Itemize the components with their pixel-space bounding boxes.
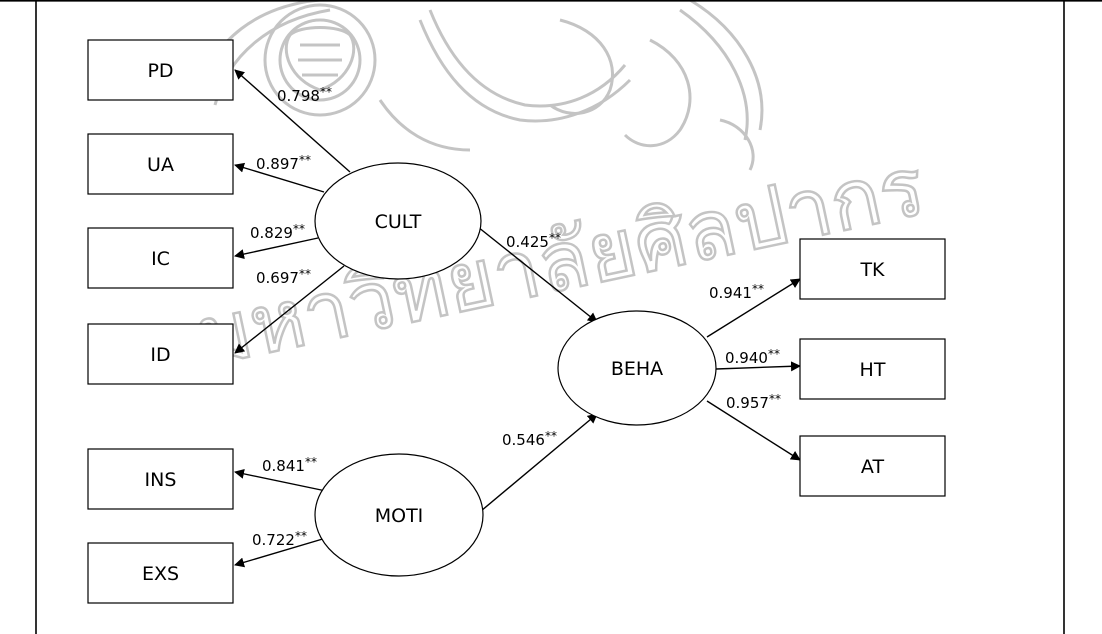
path-coefficient-moti-beha: 0.546** [502, 429, 557, 449]
path-coefficient-beha-ht: 0.940** [725, 347, 780, 367]
path-coefficient-cult-pd: 0.798** [277, 85, 332, 105]
node-moti: MOTI [315, 454, 483, 576]
path-coefficient-moti-ins: 0.841** [262, 455, 317, 475]
node-ic: IC [88, 228, 233, 288]
path-arrow-moti-to-beha [481, 414, 597, 511]
path-coefficient-beha-at: 0.957** [726, 392, 781, 412]
significance-marker: ** [299, 153, 311, 167]
node-ht: HT [800, 339, 945, 399]
node-id: ID [88, 324, 233, 384]
path-coefficient-cult-ic: 0.829** [250, 222, 305, 242]
path-coefficient-beha-tk: 0.941** [709, 282, 764, 302]
coefficient-value: 0.897 [256, 155, 299, 173]
path-coefficient-cult-beha: 0.425** [506, 231, 561, 251]
node-label: MOTI [375, 505, 424, 527]
coefficient-value: 0.829 [250, 224, 293, 242]
significance-marker: ** [752, 282, 764, 296]
node-label: EXS [142, 563, 179, 585]
node-ua: UA [88, 134, 233, 194]
significance-marker: ** [293, 222, 305, 236]
significance-marker: ** [545, 429, 557, 443]
node-beha: BEHA [558, 311, 716, 425]
node-label: PD [147, 60, 173, 82]
node-label: AT [861, 456, 885, 478]
coefficient-value: 0.425 [506, 233, 549, 251]
edges-layer [235, 70, 800, 565]
node-ins: INS [88, 449, 233, 509]
significance-marker: ** [768, 347, 780, 361]
significance-marker: ** [299, 267, 311, 281]
node-label: UA [147, 154, 174, 176]
significance-marker: ** [769, 392, 781, 406]
node-label: TK [859, 259, 885, 281]
coefficient-value: 0.841 [262, 457, 305, 475]
node-label: IC [151, 248, 170, 270]
path-coefficient-cult-ua: 0.897** [256, 153, 311, 173]
significance-marker: ** [295, 529, 307, 543]
significance-marker: ** [320, 85, 332, 99]
node-label: CULT [375, 211, 422, 233]
node-label: BEHA [611, 358, 663, 380]
coefficient-value: 0.940 [725, 349, 768, 367]
nodes-layer: PD UA IC ID INS EXS TK HT AT CULT MOTI BEHA [88, 40, 945, 603]
coefficient-value: 0.941 [709, 284, 752, 302]
coefficient-value: 0.697 [256, 269, 299, 287]
coefficient-value: 0.957 [726, 394, 769, 412]
node-pd: PD [88, 40, 233, 100]
node-cult: CULT [315, 163, 481, 279]
path-coefficient-cult-id: 0.697** [256, 267, 311, 287]
node-label: INS [145, 469, 177, 491]
significance-marker: ** [549, 231, 561, 245]
coefficient-value: 0.546 [502, 431, 545, 449]
node-tk: TK [800, 239, 945, 299]
node-at: AT [800, 436, 945, 496]
node-label: HT [860, 359, 886, 381]
significance-marker: ** [305, 455, 317, 469]
node-label: ID [150, 344, 170, 366]
node-exs: EXS [88, 543, 233, 603]
coefficient-value: 0.798 [277, 87, 320, 105]
coefficient-value: 0.722 [252, 531, 295, 549]
